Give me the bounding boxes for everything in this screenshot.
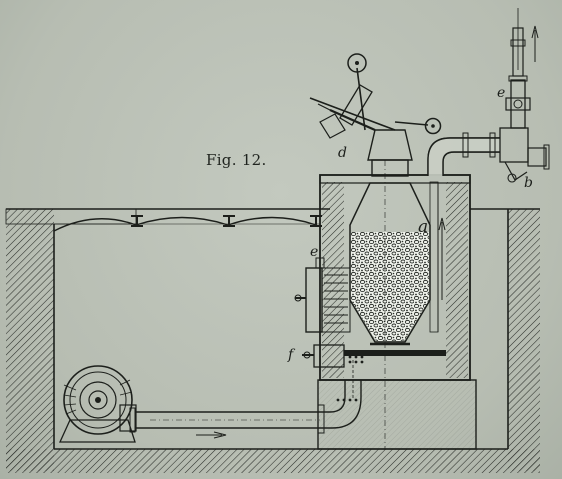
label-b: b bbox=[524, 175, 533, 191]
label-f: f bbox=[287, 347, 296, 363]
air-inlet bbox=[302, 344, 364, 368]
generator-shell bbox=[319, 174, 471, 381]
gas-outlet-pipe bbox=[427, 8, 550, 183]
vaulted-ceiling bbox=[53, 215, 322, 232]
part-labels: a b d e e f bbox=[287, 85, 533, 363]
blower-fan bbox=[58, 365, 137, 443]
foundation-block bbox=[317, 379, 477, 450]
label-e-top: e bbox=[497, 85, 505, 101]
cellar-walls bbox=[5, 208, 540, 473]
blast-pipe bbox=[129, 360, 362, 439]
side-door bbox=[294, 257, 351, 333]
label-d: d bbox=[338, 145, 347, 161]
label-e-side: e bbox=[310, 244, 318, 260]
figure-caption: Fig. 12. bbox=[206, 151, 267, 169]
feed-hopper bbox=[309, 53, 442, 177]
label-a: a bbox=[418, 217, 428, 237]
fuel-chamber bbox=[349, 160, 431, 450]
